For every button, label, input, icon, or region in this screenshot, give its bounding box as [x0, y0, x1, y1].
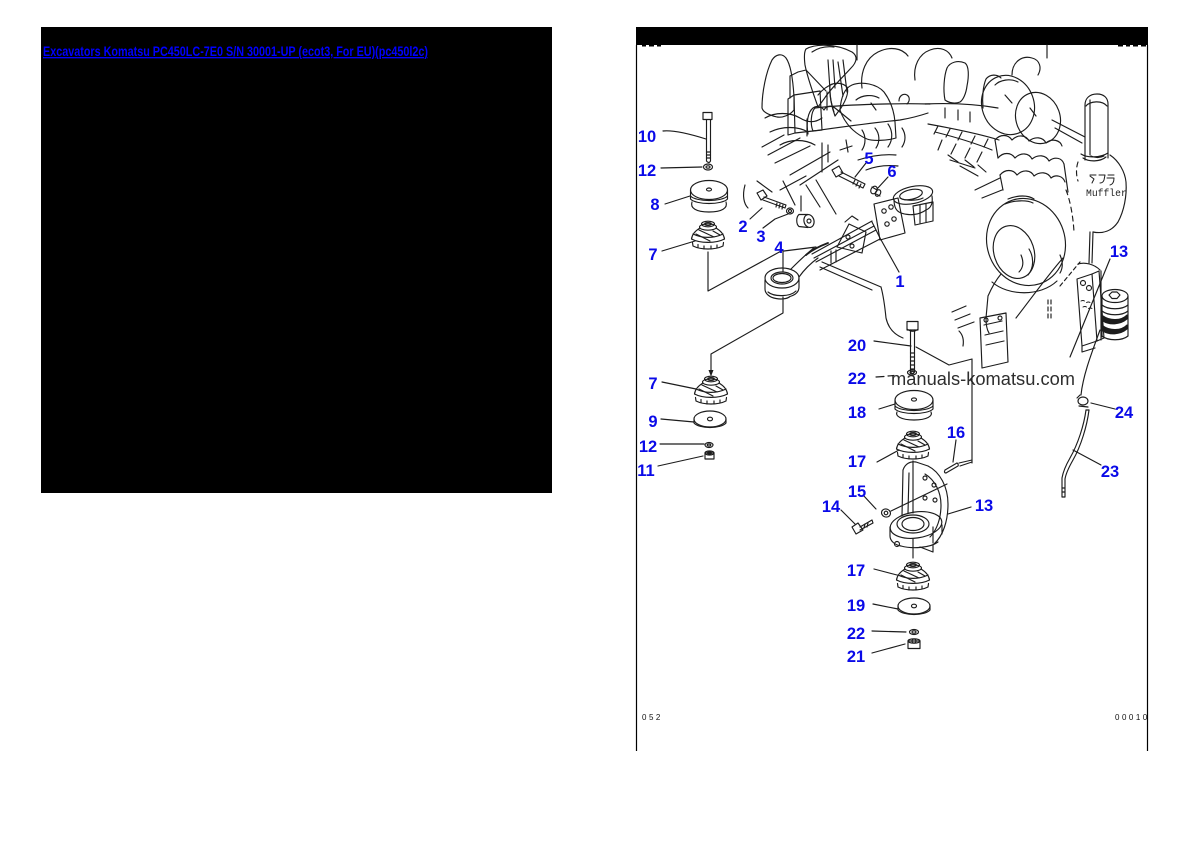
svg-text:13: 13	[975, 497, 993, 515]
svg-text:3: 3	[756, 228, 765, 246]
svg-text:12: 12	[638, 162, 656, 180]
svg-text:7: 7	[648, 246, 657, 264]
svg-text:17: 17	[848, 453, 866, 471]
svg-text:Excavators Komatsu PC450LC-7E0: Excavators Komatsu PC450LC-7E0 S/N 30001…	[43, 44, 428, 59]
svg-text:1: 1	[895, 273, 904, 291]
svg-text:15: 15	[848, 483, 866, 501]
svg-text:11: 11	[637, 462, 654, 480]
svg-text:6: 6	[887, 163, 896, 181]
svg-text:24: 24	[1115, 404, 1134, 422]
svg-text:19: 19	[847, 597, 865, 615]
svg-text:23: 23	[1101, 463, 1119, 481]
svg-text:9: 9	[648, 413, 657, 431]
svg-text:5: 5	[864, 150, 873, 168]
svg-text:8: 8	[650, 196, 659, 214]
svg-text:13: 13	[1110, 243, 1128, 261]
svg-text:Muffler: Muffler	[1086, 188, 1127, 199]
svg-text:22: 22	[847, 625, 865, 643]
svg-text:18: 18	[848, 404, 866, 422]
svg-text:manuals-komatsu.com: manuals-komatsu.com	[891, 368, 1075, 389]
svg-text:21: 21	[847, 648, 865, 666]
svg-text:20: 20	[848, 337, 866, 355]
svg-text:22: 22	[848, 370, 866, 388]
svg-text:052: 052	[642, 713, 663, 722]
svg-text:17: 17	[847, 562, 865, 580]
svg-text:16: 16	[947, 424, 965, 442]
svg-text:12: 12	[639, 438, 657, 456]
svg-text:10: 10	[638, 128, 656, 146]
svg-text:2: 2	[738, 218, 747, 236]
svg-text:7: 7	[648, 375, 657, 393]
svg-text:4: 4	[774, 239, 784, 257]
svg-text:14: 14	[822, 498, 841, 516]
svg-text:00010: 00010	[1115, 713, 1150, 722]
